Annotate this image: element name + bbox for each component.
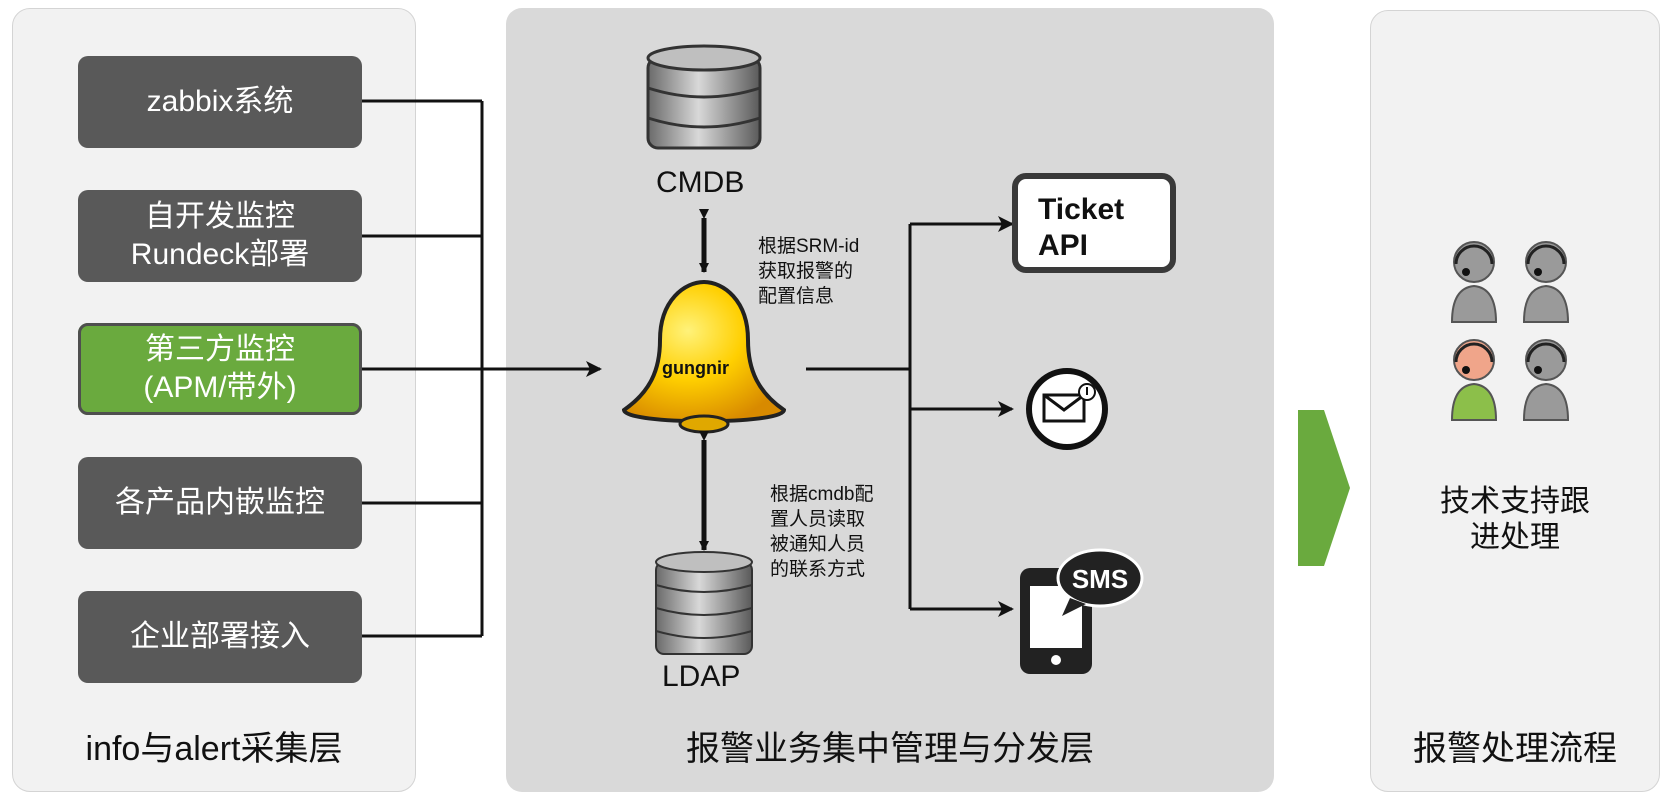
source-label: 各产品内嵌监控	[115, 486, 325, 519]
source-label: (APM/带外)	[143, 371, 297, 404]
bell-label: gungnir	[662, 358, 729, 378]
ldap-note-line: 置人员读取	[770, 509, 866, 530]
ldap-note: 根据cmdb配 置人员读取 被通知人员 的联系方式	[770, 482, 873, 582]
ticket-api-box: Ticket API	[1012, 173, 1176, 273]
support-text-line: 进处理	[1470, 521, 1560, 554]
ldap-note-line: 被通知人员	[770, 534, 866, 555]
distribution-lines	[806, 224, 912, 609]
source-label: 企业部署接入	[130, 620, 310, 653]
cmdb-note: 根据SRM-id 获取报警的 配置信息	[758, 234, 859, 309]
ldap-note-line: 的联系方式	[770, 559, 866, 580]
source-label: zabbix系统	[146, 85, 294, 118]
cmdb-note-line: 配置信息	[758, 286, 835, 307]
process-layer-title: 报警处理流程	[1413, 730, 1617, 768]
source-label: 自开发监控	[145, 200, 295, 233]
source-box-custom: 自开发监控 Rundeck部署	[78, 190, 362, 282]
sms-phone-icon: SMS	[1020, 548, 1144, 674]
cmdb-label: CMDB	[656, 166, 745, 199]
envelope-icon	[1026, 368, 1108, 450]
flow-arrow-icon	[1298, 410, 1350, 566]
source-box-enterprise: 企业部署接入	[78, 591, 362, 683]
source-box-zabbix: zabbix系统	[78, 56, 362, 148]
ticket-label: Ticket	[1038, 193, 1125, 226]
ldap-note-line: 根据cmdb配	[770, 484, 874, 505]
collect-layer-title: info与alert采集层	[85, 730, 343, 768]
cmdb-database-icon	[646, 44, 762, 150]
cmdb-note-line: 根据SRM-id	[758, 236, 860, 257]
source-label: 第三方监控	[145, 333, 295, 366]
api-label: API	[1038, 229, 1089, 262]
source-box-embedded: 各产品内嵌监控	[78, 457, 362, 549]
ldap-label: LDAP	[662, 660, 741, 693]
support-text-line: 技术支持跟	[1440, 485, 1590, 518]
cmdb-note-line: 获取报警的	[758, 261, 854, 282]
manage-layer-title: 报警业务集中管理与分发层	[686, 730, 1094, 768]
support-text: 技术支持跟 进处理	[1370, 484, 1660, 556]
gungnir-bell-icon	[621, 279, 787, 434]
sms-text: SMS	[1072, 564, 1128, 594]
support-agents-icon	[1450, 241, 1570, 421]
source-box-third-party: 第三方监控 (APM/带外)	[78, 323, 362, 415]
source-label: Rundeck部署	[130, 238, 310, 271]
ldap-database-icon	[655, 551, 753, 655]
process-layer-panel	[1370, 10, 1660, 792]
